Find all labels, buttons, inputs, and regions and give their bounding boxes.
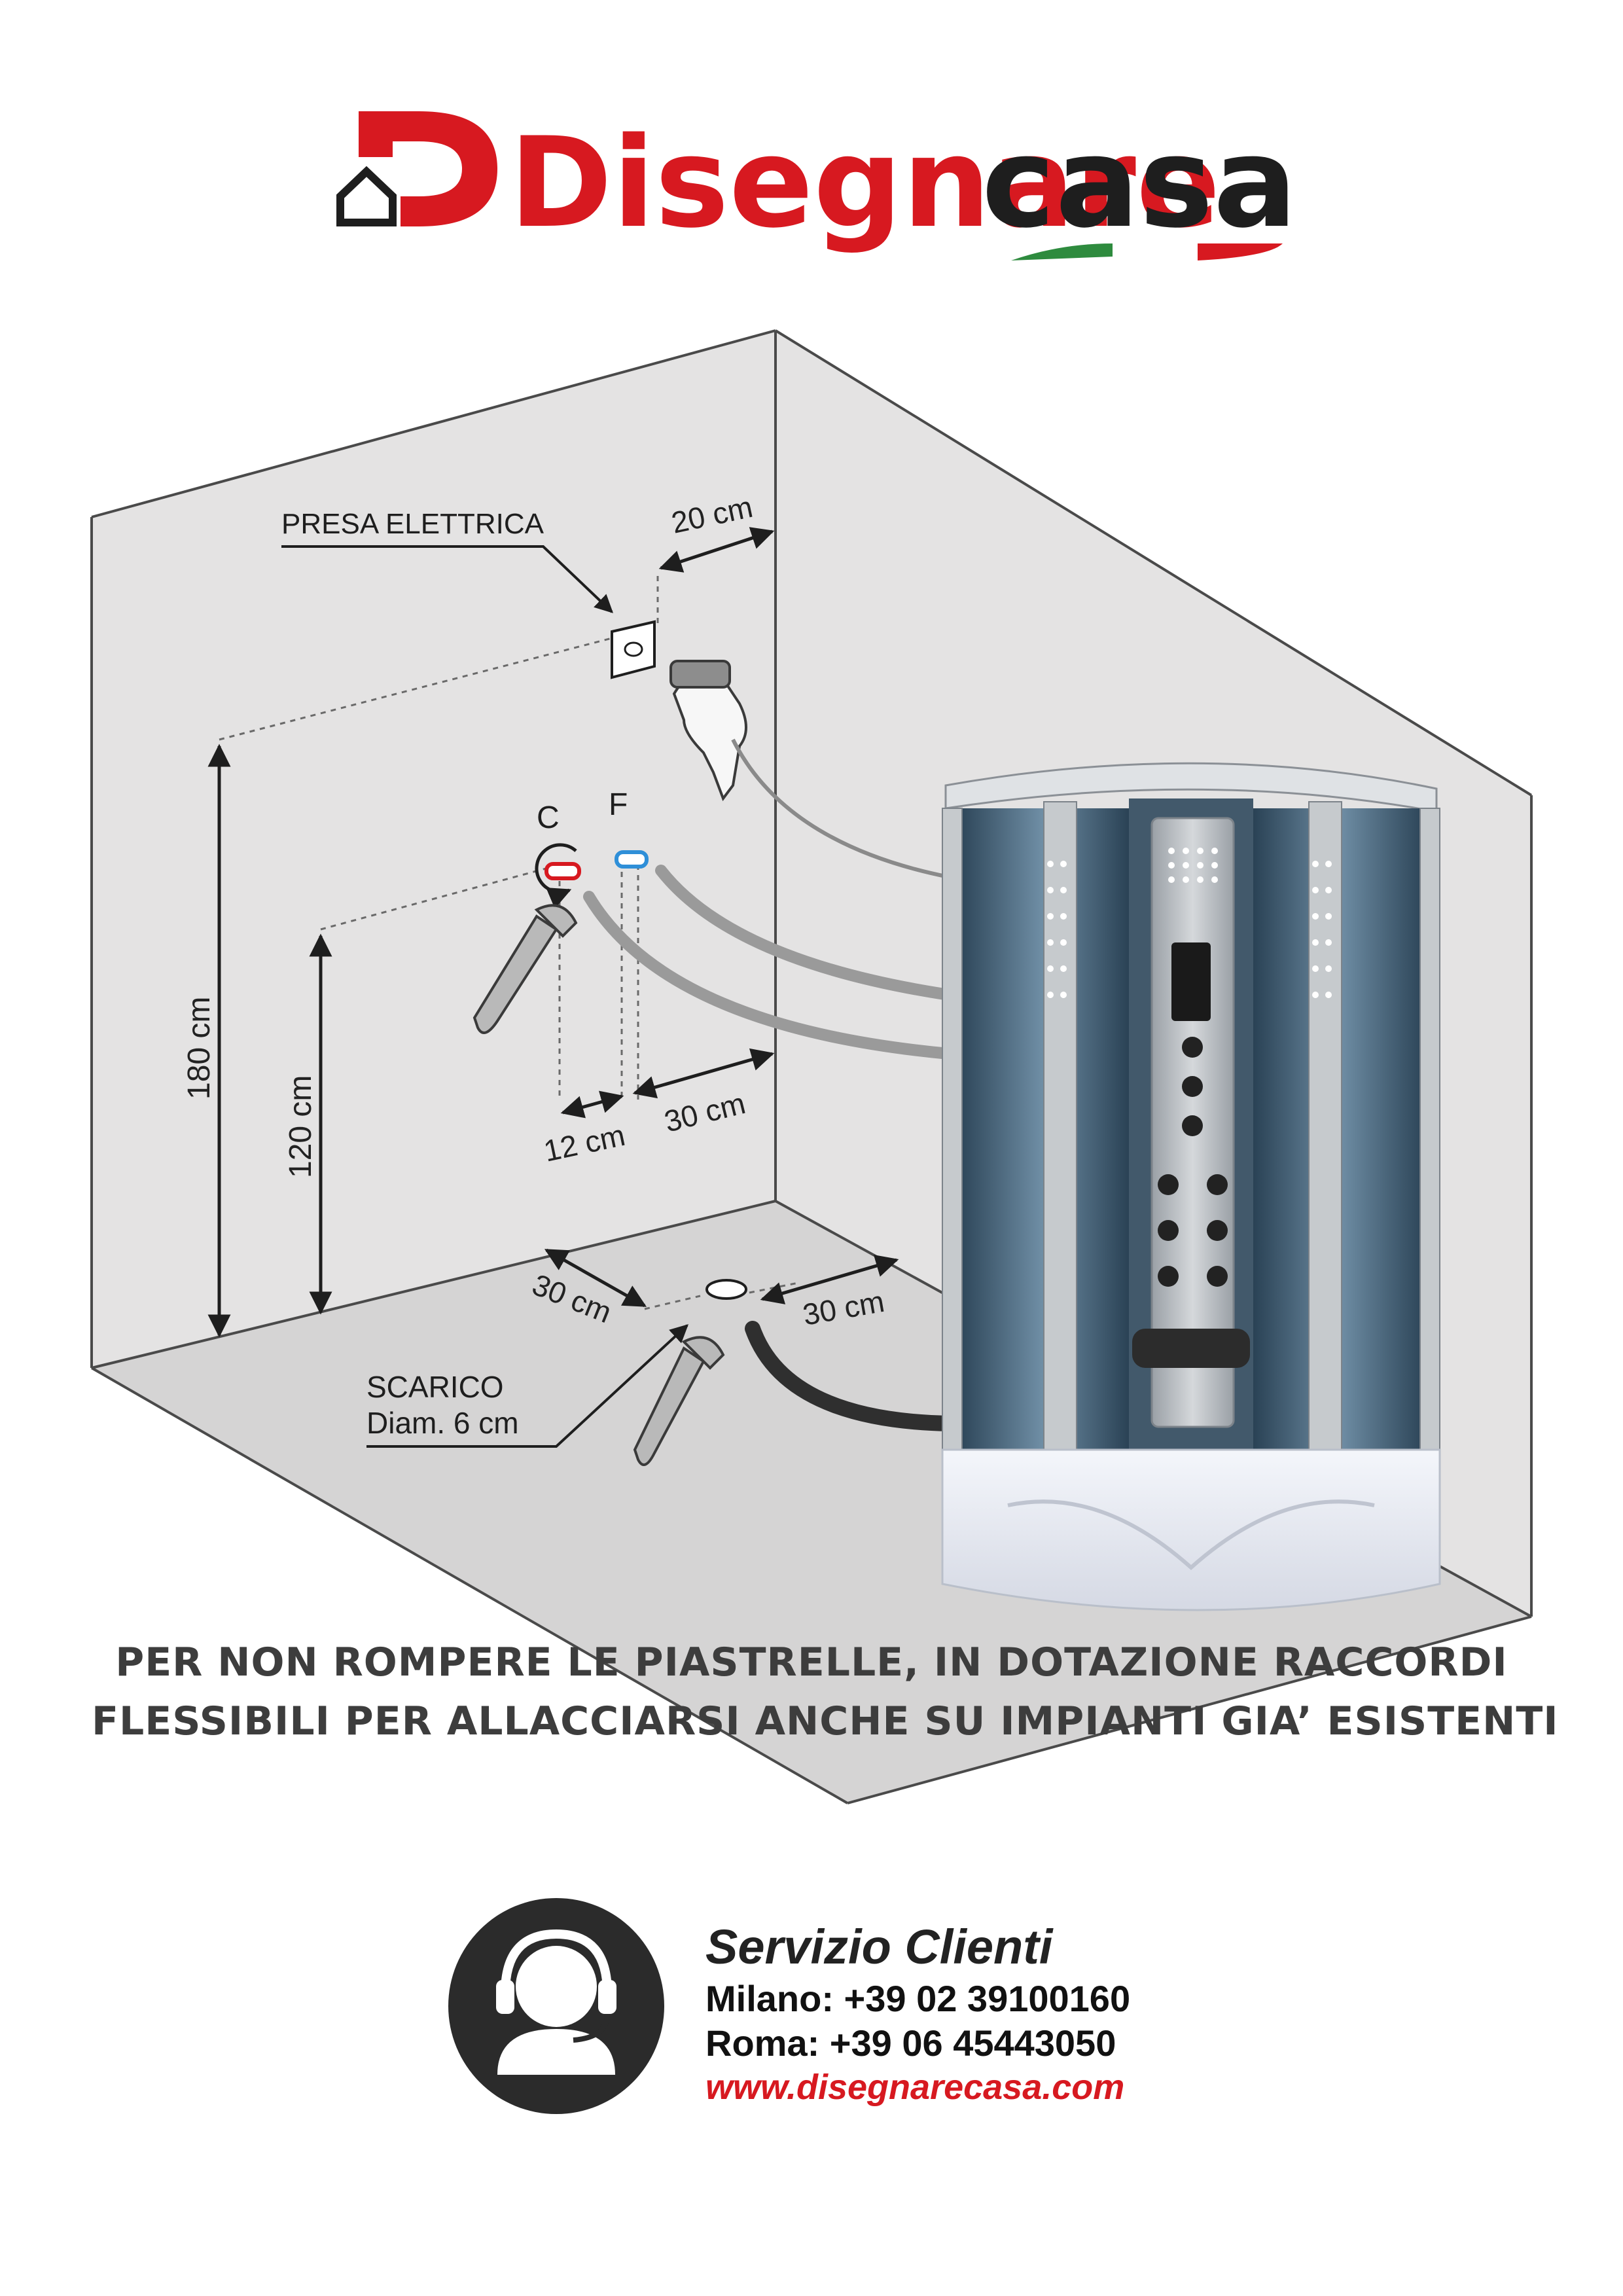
led-light: [1060, 965, 1067, 972]
massage-jet: [1207, 1174, 1228, 1195]
led-light: [1060, 913, 1067, 920]
massage-jet: [1207, 1220, 1228, 1241]
led-light: [1060, 992, 1067, 998]
water-hoses: [583, 865, 955, 1060]
drain-pointer: [366, 1324, 689, 1448]
led-light: [1325, 861, 1332, 867]
led-light: [1183, 876, 1189, 883]
tap-spacing-arrow: [560, 1090, 624, 1119]
cabin-frame-mid-left: [1043, 801, 1077, 1470]
drain-label-line2: Diam. 6 cm: [366, 1406, 519, 1440]
headset-agent-icon: [448, 1898, 664, 2114]
led-light: [1183, 862, 1189, 869]
tap-offset-arrow: [632, 1048, 775, 1099]
customer-service: Servizio Clienti Milano: +39 02 39100160…: [705, 1918, 1360, 2109]
cabin-leds: [1047, 848, 1332, 998]
cabin-frame-left: [942, 808, 963, 1463]
hot-water-fitting: [535, 843, 581, 909]
led-light: [1047, 965, 1054, 972]
shower-cabin: [941, 762, 1441, 1611]
cabin-frame-right: [1419, 808, 1440, 1463]
led-light: [1211, 862, 1218, 869]
led-light: [1047, 913, 1054, 920]
led-light: [1060, 939, 1067, 946]
led-light: [1312, 965, 1319, 972]
cabin-tray: [941, 1448, 1441, 1611]
logo-d-letter: [359, 111, 497, 226]
massage-jet: [1207, 1266, 1228, 1287]
cabin-control-display: [1171, 942, 1211, 1021]
led-light: [1325, 939, 1332, 946]
drain-icon: [705, 1279, 747, 1300]
led-light: [1168, 876, 1175, 883]
drain-hose: [745, 1321, 957, 1431]
power-cable: [731, 738, 950, 879]
led-light: [1197, 848, 1204, 854]
dimension-120-label: 120 cm: [283, 1075, 318, 1178]
led-light: [1325, 992, 1332, 998]
drain-offset-right-arrow: [760, 1255, 899, 1304]
cabin-tray-wave: [1007, 1499, 1375, 1571]
led-light: [1325, 887, 1332, 893]
led-light: [1047, 992, 1054, 998]
cold-label: F: [609, 787, 628, 822]
massage-jet: [1182, 1076, 1203, 1097]
led-light: [1325, 913, 1332, 920]
logo-brand-second: casa: [982, 111, 1297, 255]
notice-line-2: FLESSIBILI PER ALLACCIARSI ANCHE SU IMPI…: [92, 1698, 1559, 1744]
cabin-jets: [1158, 1037, 1228, 1287]
cabin-frame-mid-right: [1308, 801, 1342, 1470]
led-light: [1047, 861, 1054, 867]
cold-water-fitting: [615, 850, 649, 869]
socket-label: PRESA ELETTRICA: [281, 508, 544, 540]
wrench-icon-drain: [633, 1336, 725, 1466]
led-light: [1047, 939, 1054, 946]
left-wall: [92, 331, 776, 1368]
massage-jet: [1182, 1037, 1203, 1058]
massage-jet: [1182, 1115, 1203, 1136]
led-light: [1312, 887, 1319, 893]
drain-label-line1: SCARICO: [366, 1370, 504, 1404]
led-light: [1060, 887, 1067, 893]
led-light: [1211, 876, 1218, 883]
led-light: [1312, 861, 1319, 867]
service-website-link[interactable]: www.disegnarecasa.com: [705, 2068, 1125, 2107]
led-light: [1197, 876, 1204, 883]
led-light: [1312, 992, 1319, 998]
massage-jet: [1158, 1174, 1179, 1195]
led-light: [1312, 939, 1319, 946]
notice-line-1: PER NON ROMPERE LE PIASTRELLE, IN DOTAZI…: [115, 1640, 1508, 1685]
logo-red-swoosh: [1198, 243, 1283, 260]
service-roma-phone: Roma: +39 06 45443050: [705, 2022, 1116, 2064]
service-milano-phone: Milano: +39 02 39100160: [705, 1978, 1131, 2019]
logo: Disegnare casa: [0, 0, 1623, 301]
service-title: Servizio Clienti: [705, 1920, 1053, 1974]
led-light: [1183, 848, 1189, 854]
hand-plug-icon: [669, 660, 747, 802]
led-light: [1047, 887, 1054, 893]
logo-green-swoosh: [1011, 243, 1113, 260]
hot-label: C: [537, 800, 560, 835]
led-light: [1060, 861, 1067, 867]
dimension-180-label: 180 cm: [182, 997, 217, 1100]
cabin-glass-left: [955, 808, 1129, 1450]
floor: [92, 1201, 1531, 1803]
led-light: [1312, 913, 1319, 920]
led-light: [1197, 862, 1204, 869]
socket-icon: [611, 620, 656, 679]
led-light: [1325, 965, 1332, 972]
drain-offset-left-arrow: [544, 1248, 647, 1308]
socket-pointer: [281, 545, 614, 613]
house-logo-icon: [336, 166, 397, 226]
massage-jet: [1158, 1266, 1179, 1287]
massage-jet: [1158, 1220, 1179, 1241]
led-light: [1168, 848, 1175, 854]
led-light: [1168, 862, 1175, 869]
socket-offset-arrow: [658, 527, 775, 573]
logo-brand-first: Disegnare: [509, 111, 1221, 255]
wrench-icon-taps: [473, 904, 578, 1034]
cabin-seat: [1132, 1329, 1250, 1368]
led-light: [1211, 848, 1218, 854]
